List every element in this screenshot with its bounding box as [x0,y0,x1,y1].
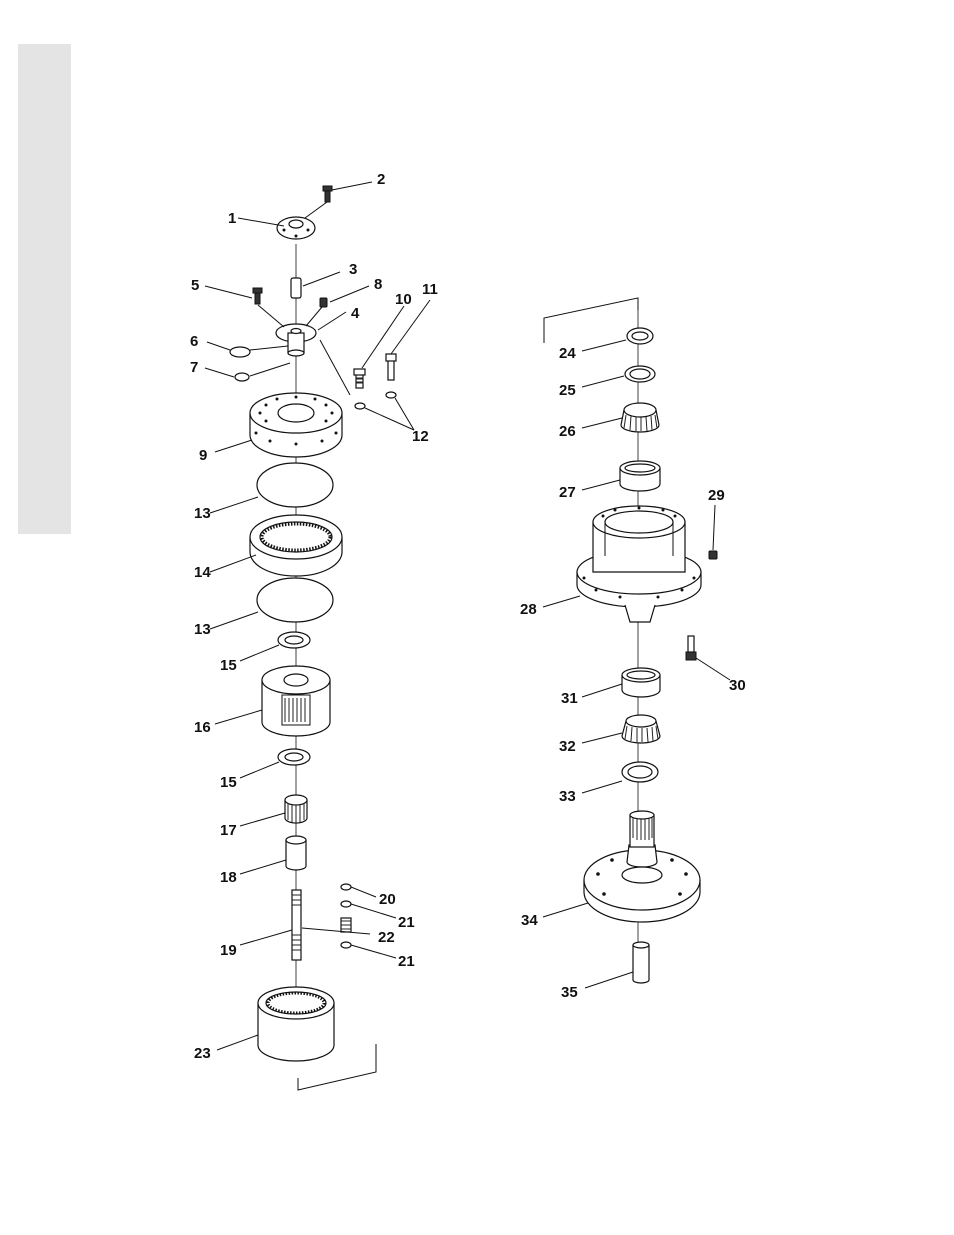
part-5-bolt [253,288,262,304]
part-10-bolt [354,369,365,388]
part-29-set-screw [709,551,717,559]
part-18-spacer [286,836,306,870]
label-12: 12 [412,428,429,445]
label-35: 35 [561,984,578,1001]
part-21-ring-upper [341,901,351,907]
part-34-drive-flange [584,811,700,922]
label-3: 3 [349,261,357,278]
part-24-seal [627,328,653,344]
part-31-bearing-cup [622,668,660,697]
part-11-bolt [386,354,396,380]
label-5: 5 [191,277,199,294]
label-26: 26 [559,423,576,440]
part-15-thrust-washer-lower [278,749,310,765]
right-top-bracket [544,298,638,343]
label-18: 18 [220,869,237,886]
part-6-o-ring [230,347,250,357]
part-21-ring-lower [341,942,351,948]
label-23: 23 [194,1045,211,1062]
label-15-lower: 15 [220,774,237,791]
label-1: 1 [228,210,236,227]
label-6: 6 [190,333,198,350]
label-16: 16 [194,719,211,736]
label-9: 9 [199,447,207,464]
part-8-plug [320,298,327,307]
part-3-pin [291,278,301,298]
part-12-washer-b [386,392,396,398]
label-15-upper: 15 [220,657,237,674]
part-17-sun-gear [285,795,307,823]
part-33-seal [622,762,658,782]
label-29: 29 [708,487,725,504]
label-19: 19 [220,942,237,959]
label-20: 20 [379,891,396,908]
label-34: 34 [521,912,538,929]
label-2: 2 [377,171,385,188]
label-33: 33 [559,788,576,805]
part-23-drum-gear [258,987,334,1061]
label-28: 28 [520,601,537,618]
label-21-lower: 21 [398,953,415,970]
part-35-pin [633,942,649,983]
part-26-bearing-cone [621,403,659,432]
label-7: 7 [190,359,198,376]
label-14: 14 [194,564,211,581]
part-9-housing-cover [250,393,342,457]
part-30-bolt [686,636,696,660]
label-31: 31 [561,690,578,707]
part-15-thrust-washer-upper [278,632,310,648]
part-28-hub [577,506,701,622]
label-25: 25 [559,382,576,399]
label-24: 24 [559,345,576,362]
label-13-upper: 13 [194,505,211,522]
label-10: 10 [395,291,412,308]
part-13-gasket-lower [257,578,333,622]
part-2-screw [305,186,332,218]
part-32-bearing-cone [622,715,660,743]
part-14-ring-gear [250,515,342,576]
part-25-ring [625,366,655,382]
part-20-cap [341,884,351,890]
label-21-upper: 21 [398,914,415,931]
part-16-planet-carrier [262,666,330,736]
label-13-lower: 13 [194,621,211,638]
part-12-washer-a [355,403,365,409]
label-27: 27 [559,484,576,501]
part-27-bearing-cup [620,461,660,491]
part-22-spring [341,918,351,932]
label-17: 17 [220,822,237,839]
label-22: 22 [378,929,395,946]
label-8: 8 [374,276,382,293]
part-19-shaft [292,890,301,960]
label-30: 30 [729,677,746,694]
label-4: 4 [351,305,360,322]
part-1-cover-plate [277,217,315,239]
label-32: 32 [559,738,576,755]
part-7-ring [235,373,249,381]
part-13-gasket-upper [257,463,333,507]
label-11: 11 [422,281,438,298]
